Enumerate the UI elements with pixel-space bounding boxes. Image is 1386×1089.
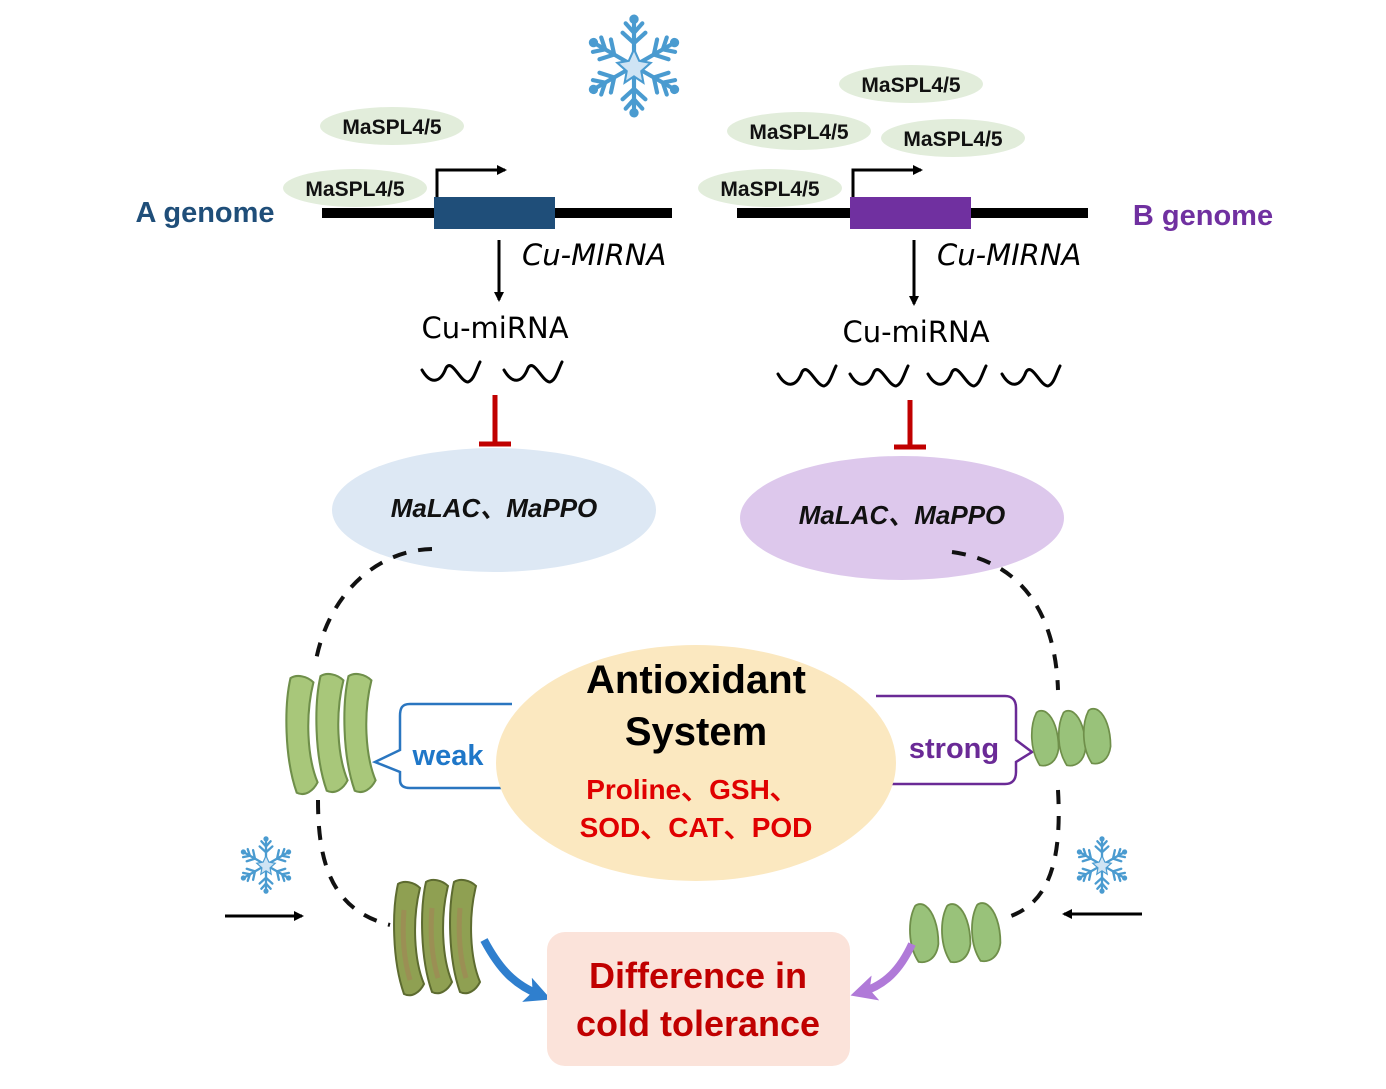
gene-name: Cu-MIRNA — [522, 238, 666, 272]
inhibition-icon — [894, 400, 926, 450]
tf-label: MaSPL4/5 — [861, 74, 961, 97]
mirna-molecules — [776, 364, 1062, 388]
gene-box — [850, 197, 971, 229]
banana-icon — [285, 672, 377, 796]
strong-label: strong — [909, 733, 999, 765]
antioxidant-metabolites: Proline、GSH、 — [586, 774, 798, 805]
antioxidant-enzymes: SOD、CAT、POD — [580, 812, 813, 843]
promoter-arrow-icon — [851, 165, 923, 197]
tf-bubble — [698, 169, 842, 207]
gene-box — [434, 197, 555, 229]
snowflake-icon — [239, 837, 293, 892]
target-genes-ellipse — [740, 456, 1064, 580]
target-genes-label: MaLAC、MaPPO — [799, 500, 1006, 530]
banana-icon — [909, 902, 1002, 964]
tf-bubble — [283, 169, 427, 207]
banana-icon — [394, 880, 480, 995]
inhibition-icon — [479, 395, 511, 447]
gene-name: Cu-MIRNA — [937, 238, 1081, 272]
tf-bubble — [320, 107, 464, 145]
strong-outcome-arrow-icon — [850, 942, 916, 1001]
snowflake-icon — [585, 17, 682, 116]
target-genes-label: MaLAC、MaPPO — [391, 493, 598, 523]
antioxidant-title: Antioxidant — [586, 658, 806, 702]
tf-label: MaSPL4/5 — [749, 121, 849, 144]
mirna-icon — [1000, 364, 1062, 388]
mirna-icon — [776, 364, 838, 388]
tf-bubble — [727, 112, 871, 150]
mirna-icon — [848, 364, 910, 388]
weak-outcome-arrow-icon — [480, 938, 552, 1002]
promoter-arrow-icon — [435, 165, 507, 197]
dashed-connector — [951, 550, 1060, 691]
dashed-connector — [316, 799, 391, 927]
antioxidant-system-ellipse — [496, 645, 896, 881]
a-genome-label: A genome — [135, 197, 274, 229]
antioxidant-title-line2: System — [625, 710, 767, 754]
tf-label: MaSPL4/5 — [903, 128, 1003, 151]
genome-b-panel: MaSPL4/5 MaSPL4/5 MaSPL4/5 MaSPL4/5 B ge… — [698, 65, 1273, 580]
genome-a-panel: MaSPL4/5 MaSPL4/5 A genome Cu-MIRNA Cu-m… — [135, 107, 672, 572]
tf-bubble — [839, 65, 983, 103]
result-title: Difference in — [589, 955, 807, 996]
mirna-label: Cu-miRNA — [842, 315, 989, 349]
weak-label: weak — [412, 740, 485, 772]
mirna-icon — [502, 360, 564, 384]
mirna-icon — [926, 364, 988, 388]
target-genes-ellipse — [332, 448, 656, 572]
result-title-line2: cold tolerance — [576, 1003, 820, 1044]
strong-callout — [876, 694, 1035, 786]
dashed-connector — [314, 547, 433, 661]
dashed-connector — [1004, 789, 1061, 920]
mirna-icon — [420, 360, 482, 384]
result-box — [547, 932, 850, 1066]
mirna-molecules — [420, 360, 564, 384]
tf-label: MaSPL4/5 — [342, 116, 442, 139]
snowflake-icon — [1075, 837, 1129, 892]
tf-label: MaSPL4/5 — [720, 178, 820, 201]
b-genome-label: B genome — [1133, 200, 1273, 232]
tf-label: MaSPL4/5 — [305, 178, 405, 201]
dashed-connectors — [314, 547, 1061, 927]
mirna-label: Cu-miRNA — [421, 311, 568, 345]
tf-bubble — [881, 119, 1025, 157]
weak-callout — [371, 702, 512, 790]
banana-icon — [1030, 707, 1112, 767]
